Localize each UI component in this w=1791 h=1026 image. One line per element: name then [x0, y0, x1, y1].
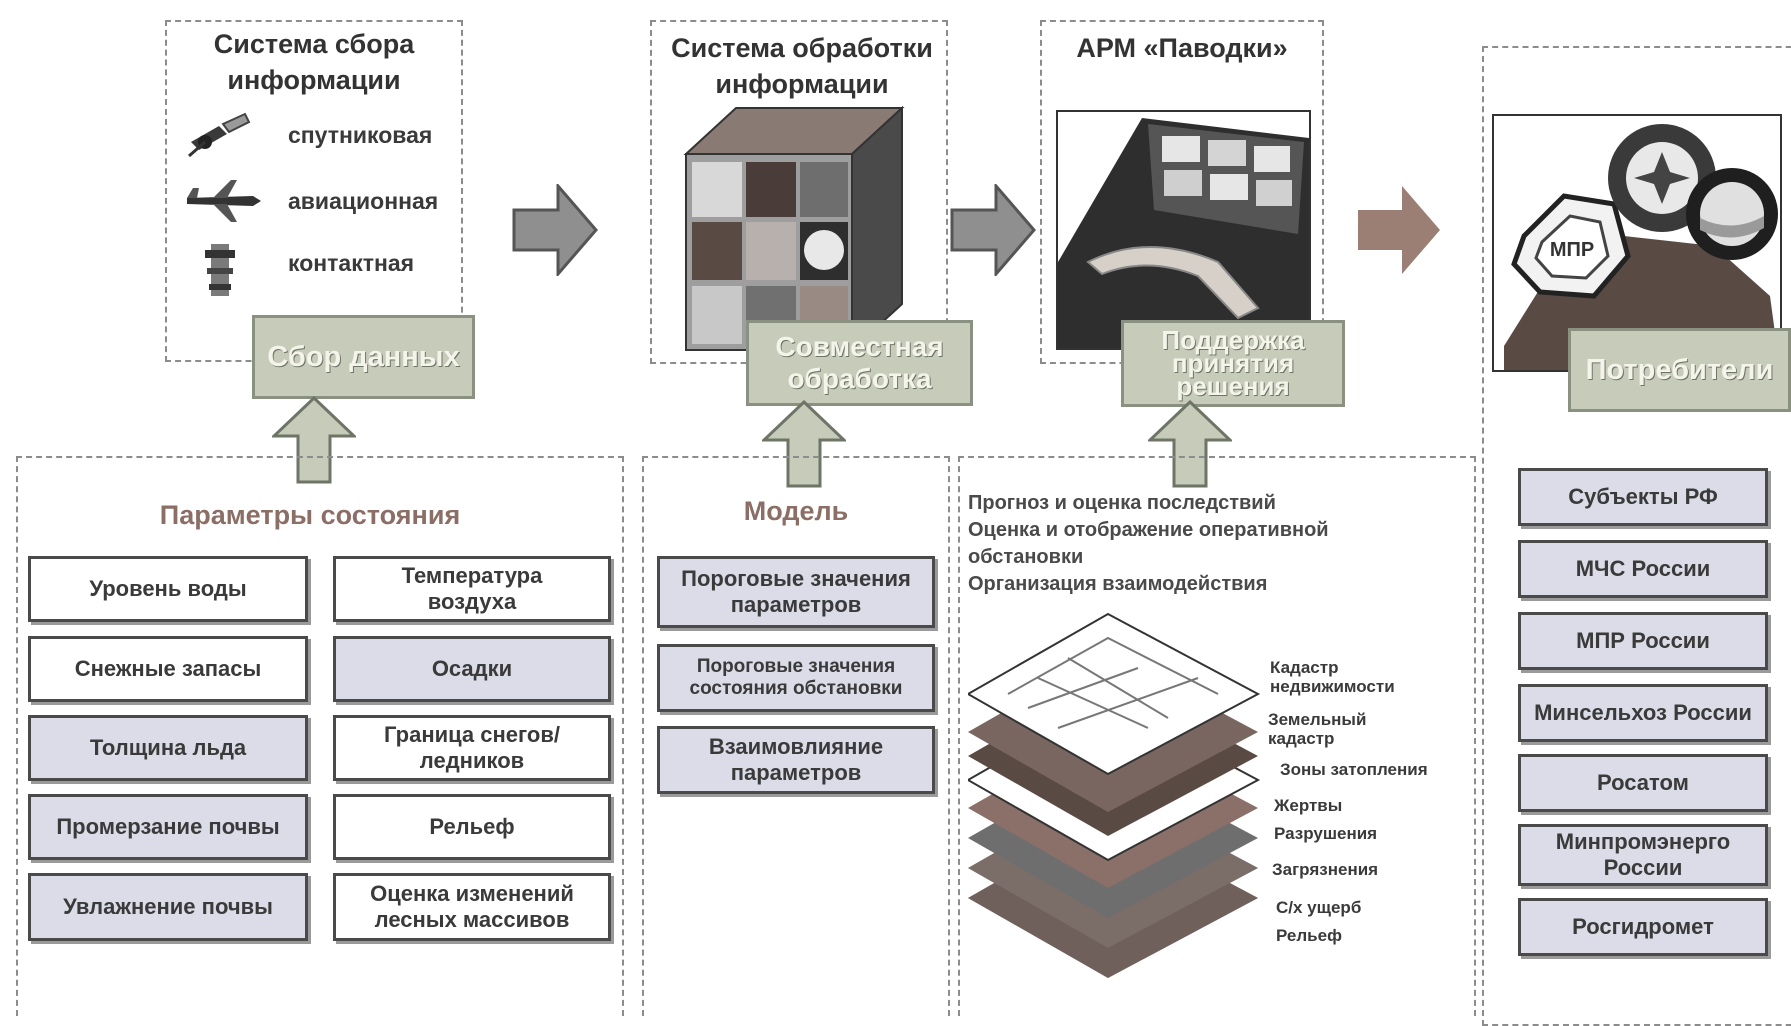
- flow-arrow-2: [950, 184, 1036, 276]
- process-title: Система обработки информации: [671, 33, 933, 99]
- mpr-logo-text: МПР: [1550, 239, 1594, 261]
- layer-real-estate: Кадастр недвижимости: [1270, 658, 1395, 696]
- consumers-badge: Потребители: [1568, 328, 1791, 412]
- param-soil-moisture: Увлажнение почвы: [28, 873, 308, 941]
- arm-title: АРМ «Паводки»: [1076, 33, 1288, 63]
- model-param-interaction: Взаимовлияние параметров: [657, 726, 935, 794]
- data-cube-image: [683, 105, 905, 353]
- param-snow-reserves: Снежные запасы: [28, 636, 308, 702]
- collect-title: Система сбора информации: [213, 29, 415, 95]
- param-air-temperature: Температура воздуха: [333, 556, 611, 622]
- flow-arrow-1: [512, 184, 598, 276]
- model-param-thresholds: Пороговые значения параметров: [657, 556, 935, 628]
- param-relief: Рельеф: [333, 794, 611, 860]
- layer-land-cadastre: Земельный кадастр: [1268, 710, 1367, 748]
- params-panel: [16, 456, 624, 1016]
- arm-badge: Поддержка принятия решения: [1121, 320, 1345, 407]
- model-panel: [642, 456, 950, 1016]
- layer-destruction: Разрушения: [1274, 824, 1378, 843]
- up-arrow-tasks: [1148, 400, 1232, 488]
- source-label-contact: контактная: [288, 250, 415, 276]
- param-water-level: Уровень воды: [28, 556, 308, 622]
- up-arrow-params: [272, 396, 356, 484]
- sensor-icon: [205, 244, 235, 296]
- param-forest-changes: Оценка изменений лесных массивов: [333, 873, 611, 941]
- source-row-satellite: спутниковая: [183, 112, 453, 162]
- layer-pollution: Загрязнения: [1272, 860, 1379, 879]
- consumer-minselkhoz: Минсельхоз России: [1518, 684, 1768, 742]
- param-soil-freezing: Промерзание почвы: [28, 794, 308, 860]
- source-label-aviation: авиационная: [288, 188, 439, 214]
- model-situation-thresholds: Пороговые значения состояния обстановки: [657, 644, 935, 712]
- consumer-mpr: МПР России: [1518, 612, 1768, 670]
- task-line-forecast: Прогноз и оценка последствий: [968, 492, 1276, 514]
- model-title: Модель: [743, 496, 849, 526]
- consumer-minpromenergo: Минпромэнерго России: [1518, 824, 1768, 886]
- layer-agri-damage: С/х ущерб: [1276, 898, 1362, 917]
- tasks-panel: [958, 456, 1476, 1016]
- param-precipitation: Осадки: [333, 636, 611, 702]
- gis-layers-image: [968, 612, 1261, 978]
- source-row-contact: контактная: [183, 240, 453, 300]
- consumer-rosatom: Росатом: [1518, 754, 1768, 812]
- source-row-aviation: авиационная: [183, 176, 453, 226]
- layer-relief: Рельеф: [1276, 926, 1342, 945]
- up-arrow-model: [762, 400, 846, 488]
- flow-arrow-3: [1358, 186, 1440, 274]
- control-room-image: [1056, 110, 1311, 350]
- layer-flood-zones: Зоны затопления: [1280, 760, 1428, 779]
- satellite-icon: [188, 112, 251, 158]
- param-ice-thickness: Толщина льда: [28, 715, 308, 781]
- collect-badge: Сбор данных: [252, 315, 475, 399]
- task-line-situation: Оценка и отображение оперативной обстано…: [968, 519, 1329, 568]
- task-line-cooperation: Организация взаимодействия: [968, 573, 1268, 595]
- airplane-icon: [187, 180, 261, 222]
- consumer-mchs: МЧС России: [1518, 540, 1768, 598]
- layer-victims: Жертвы: [1274, 796, 1343, 815]
- consumer-subjects-rf: Субъекты РФ: [1518, 468, 1768, 526]
- source-label-satellite: спутниковая: [288, 122, 433, 148]
- consumer-rosgidromet: Росгидромет: [1518, 898, 1768, 956]
- params-title: Параметры состояния: [159, 500, 461, 530]
- process-badge: Совместная обработка: [746, 320, 973, 406]
- param-snow-boundary: Граница снегов/ледников: [333, 715, 611, 781]
